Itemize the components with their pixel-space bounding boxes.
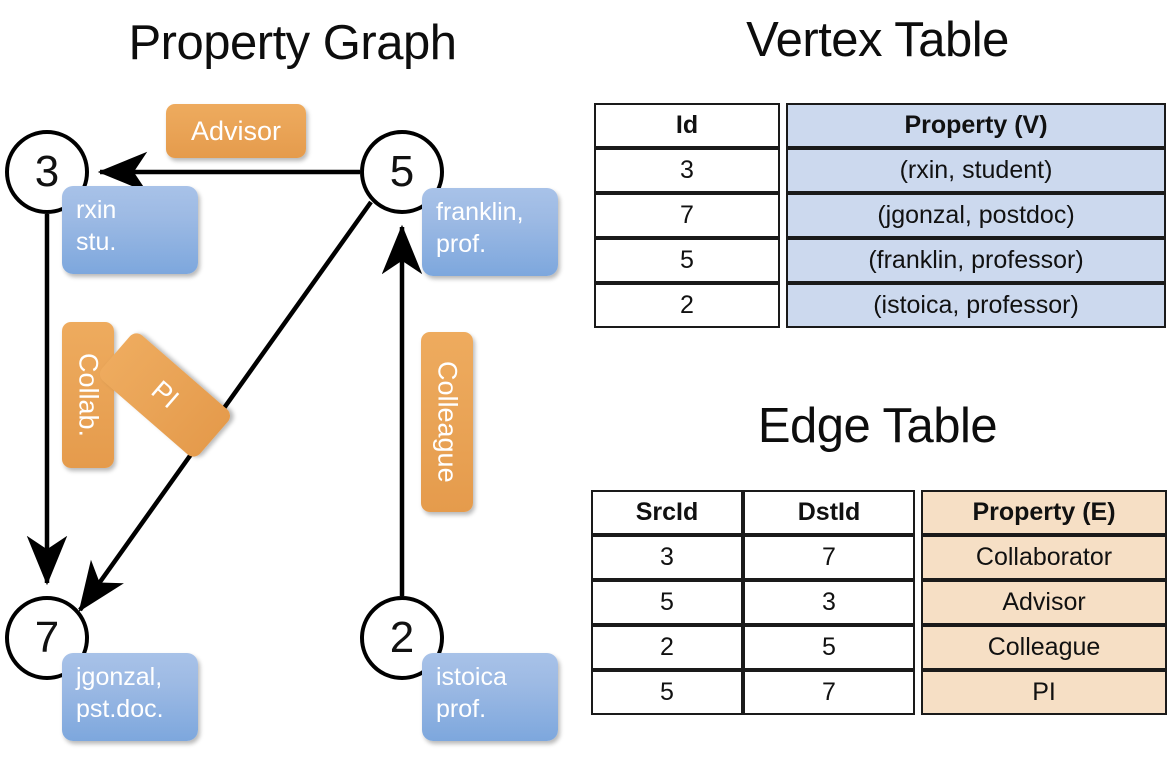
node-property-line-2: prof. (436, 694, 487, 723)
node-property-box-5: franklin, prof. (422, 188, 558, 276)
page-title-vertex-table: Vertex Table (746, 13, 1009, 67)
table-row[interactable]: 5 (franklin, professor) (594, 238, 1166, 283)
edge-cell-property: Advisor (921, 580, 1167, 625)
table-row[interactable]: 5 3 Advisor (591, 580, 1167, 625)
vertex-cell-id: 3 (594, 148, 780, 193)
vertex-table: Id Property (V) 3 (rxin, student) 7 (jgo… (594, 103, 1166, 328)
table-header-row: SrcId DstId Property (E) (591, 490, 1167, 535)
edge-cell-src: 5 (591, 580, 743, 625)
node-property-box-3: rxin stu. (62, 186, 198, 274)
node-property-line-2: pst.doc. (76, 694, 164, 723)
vertex-cell-property: (rxin, student) (786, 148, 1166, 193)
edge-cell-property: Colleague (921, 625, 1167, 670)
vertex-cell-id: 2 (594, 283, 780, 328)
vertex-header-id: Id (594, 103, 780, 148)
edge-cell-property: Collaborator (921, 535, 1167, 580)
table-row[interactable]: 2 (istoica, professor) (594, 283, 1166, 328)
graph-node-5-label: 5 (389, 147, 415, 196)
edge-label-advisor-text: Advisor (190, 115, 282, 146)
table-header-row: Id Property (V) (594, 103, 1166, 148)
vertex-cell-property: (istoica, professor) (786, 283, 1166, 328)
node-property-line-2: stu. (76, 227, 117, 256)
table-row[interactable]: 2 5 Colleague (591, 625, 1167, 670)
edge-cell-src: 5 (591, 670, 743, 715)
vertex-cell-id: 5 (594, 238, 780, 283)
page-title-property-graph: Property Graph (128, 16, 458, 70)
graph-node-5[interactable]: 5 (360, 130, 444, 214)
table-row[interactable]: 3 7 Collaborator (591, 535, 1167, 580)
edge-line-5-to-7 (78, 200, 373, 612)
node-property-line-1: franklin, (436, 198, 524, 226)
edge-table: SrcId DstId Property (E) 3 7 Collaborato… (591, 490, 1167, 715)
node-property-line-2: prof. (436, 229, 487, 258)
edge-cell-dst: 7 (743, 535, 915, 580)
edge-cell-dst: 3 (743, 580, 915, 625)
vertex-cell-property: (jgonzal, postdoc) (786, 193, 1166, 238)
node-property-box-2: istoica prof. (422, 653, 558, 741)
graph-edges-layer (26, 151, 423, 612)
edge-label-colleague-text: Colleague (432, 361, 463, 483)
graph-node-2[interactable]: 2 (360, 596, 444, 680)
node-property-line-1: rxin (76, 196, 117, 224)
edge-label-collab-text: Collab. (73, 352, 104, 438)
page-title-edge-table: Edge Table (757, 399, 998, 453)
edge-cell-property: PI (921, 670, 1167, 715)
node-property-line-1: istoica (436, 663, 507, 691)
graph-node-2-label: 2 (389, 613, 415, 662)
vertex-cell-id: 7 (594, 193, 780, 238)
graph-node-7-label: 7 (34, 613, 60, 662)
edge-label-advisor: Advisor (166, 104, 306, 158)
edge-cell-dst: 7 (743, 670, 915, 715)
vertex-cell-property: (franklin, professor) (786, 238, 1166, 283)
node-property-box-7: jgonzal, pst.doc. (62, 653, 198, 741)
edge-cell-src: 2 (591, 625, 743, 670)
property-graph-diagram: 3 5 7 2 rxin stu. franklin, prof. jgonza… (5, 104, 558, 741)
edge-label-colleague: Colleague (421, 332, 473, 512)
vertex-header-property: Property (V) (786, 103, 1166, 148)
edge-label-collab: Collab. (62, 322, 114, 468)
edge-header-dstid: DstId (743, 490, 915, 535)
edge-cell-dst: 5 (743, 625, 915, 670)
edge-header-property: Property (E) (921, 490, 1167, 535)
node-property-line-1: jgonzal, (76, 663, 163, 691)
graph-node-3-label: 3 (34, 147, 60, 196)
table-row[interactable]: 5 7 PI (591, 670, 1167, 715)
table-row[interactable]: 3 (rxin, student) (594, 148, 1166, 193)
edge-header-srcid: SrcId (591, 490, 743, 535)
table-row[interactable]: 7 (jgonzal, postdoc) (594, 193, 1166, 238)
edge-cell-src: 3 (591, 535, 743, 580)
edge-label-pi-text: PI (145, 374, 185, 415)
